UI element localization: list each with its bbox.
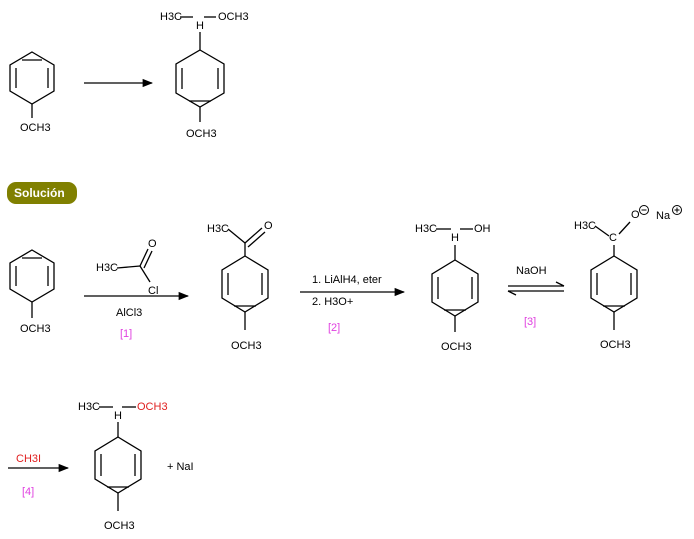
ketone-o-label: O: [264, 220, 273, 232]
alkoxide-c-label: C: [609, 232, 617, 244]
negative-charge-icon: [639, 205, 649, 215]
final-h3c-label: H3C: [78, 401, 100, 413]
alkoxide-methoxy-label: OCH3: [600, 339, 631, 351]
step3-product-alkoxide: H3C C O Na OCH3: [574, 205, 682, 351]
step3-tag: [3]: [524, 316, 536, 328]
step1-catalyst: AlCl3: [116, 307, 142, 319]
step1-reactant-anisole: OCH3: [9, 249, 55, 335]
positive-charge-icon: [672, 205, 682, 215]
product-h-label: H: [196, 20, 204, 32]
final-methoxy-label: OCH3: [104, 520, 135, 532]
product-h3c-label: H3C: [160, 11, 182, 23]
alcohol-methoxy-label: OCH3: [441, 341, 472, 353]
ketone-h3c-label: H3C: [207, 223, 229, 235]
alcohol-h-label: H: [451, 232, 459, 244]
step2-product-alcohol: H3C H OH OCH3: [415, 223, 491, 353]
byproduct-label: + NaI: [167, 461, 194, 473]
step4-tag: [4]: [22, 486, 34, 498]
step2-tag: [2]: [328, 322, 340, 334]
step3-reagent: NaOH: [516, 265, 547, 277]
step4-final-product: H3C H OCH3 OCH3: [78, 401, 168, 532]
problem-reactant-anisole: OCH3: [9, 51, 55, 134]
acetyl-h3c-label: H3C: [96, 262, 118, 274]
acetyl-cl-label: Cl: [148, 285, 158, 297]
alcohol-h3c-label: H3C: [415, 223, 437, 235]
final-ether-label: OCH3: [137, 401, 168, 413]
acetyl-o-label: O: [148, 238, 157, 250]
step4-reagent: CH3I: [16, 453, 41, 465]
reactant-substituent-label: OCH3: [20, 122, 51, 134]
alkoxide-h3c-label: H3C: [574, 220, 596, 232]
step1-product-ketone: H3C O OCH3: [207, 220, 273, 352]
step2-reagent-line1: 1. LiAlH4, eter: [312, 274, 382, 286]
solution-badge-label: Solución: [14, 186, 65, 200]
step1-reagent-acetyl-chloride: H3C O Cl: [96, 238, 158, 297]
solution-badge: Solución: [7, 182, 77, 204]
ketone-methoxy-label: OCH3: [231, 340, 262, 352]
problem-product: H3C H OCH3 OCH3: [160, 11, 249, 140]
alkoxide-o-label: O: [631, 209, 640, 221]
step1-tag: [1]: [120, 328, 132, 340]
step2-reagent-line2: 2. H3O+: [312, 296, 353, 308]
product-ether-label: OCH3: [218, 11, 249, 23]
sodium-label: Na: [656, 210, 671, 222]
final-h-label: H: [114, 410, 122, 422]
alcohol-oh-label: OH: [474, 223, 491, 235]
step1-reactant-label: OCH3: [20, 323, 51, 335]
product-methoxy-label: OCH3: [186, 128, 217, 140]
